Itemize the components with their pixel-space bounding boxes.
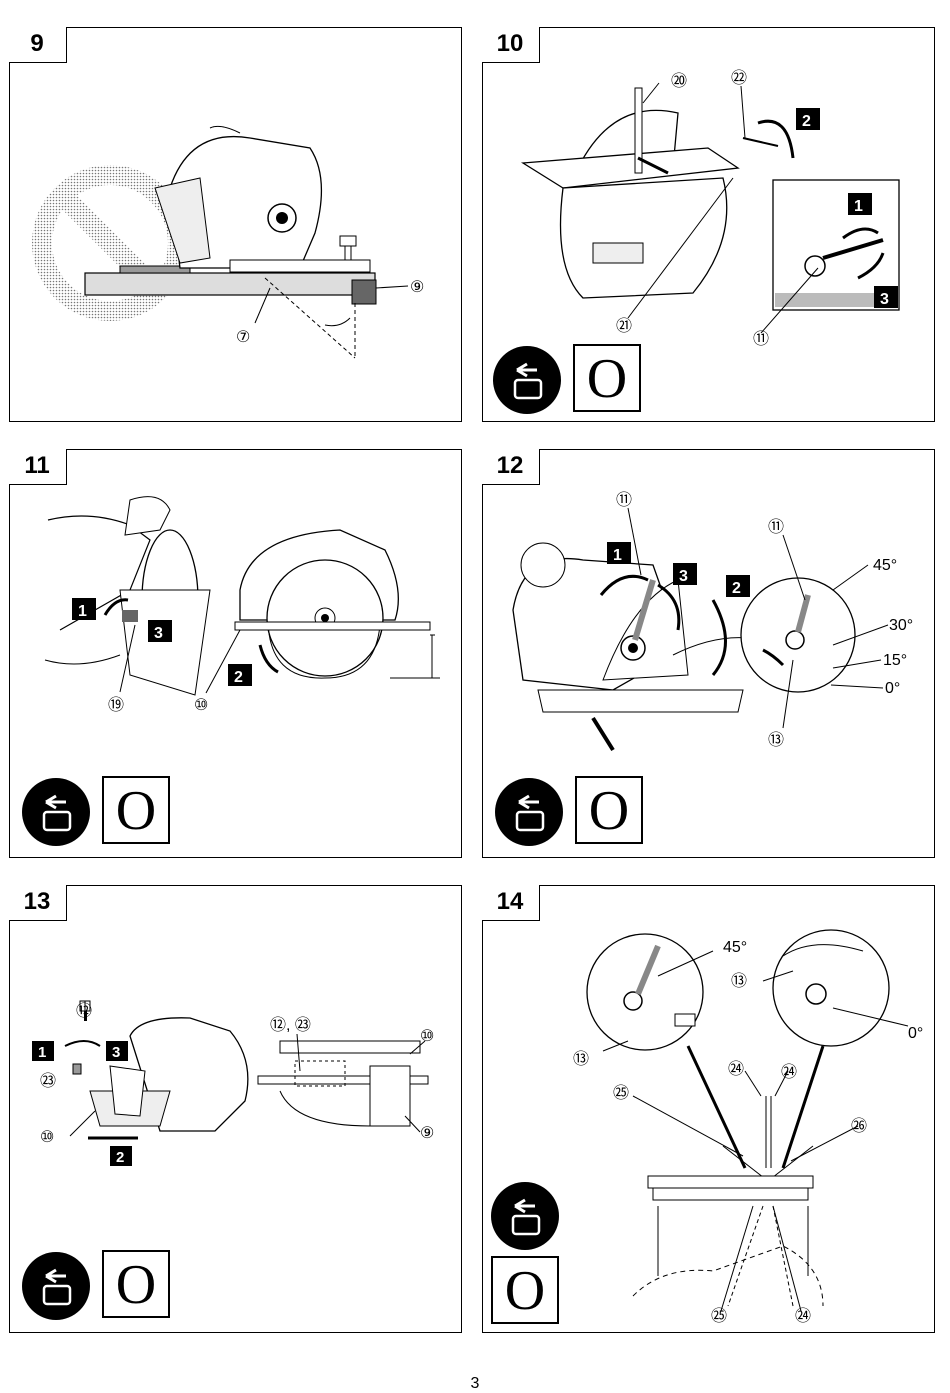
- svg-text:3: 3: [679, 568, 688, 585]
- panel-title: 9: [8, 26, 67, 63]
- battery-remove-icon: [22, 778, 90, 846]
- svg-text:2: 2: [234, 669, 243, 686]
- illustration-guide-adjust: 1 3 2 ⑫ ⑫, ㉓ ⑩ ㉓ ⑩ ⑨: [32, 1000, 434, 1166]
- panel-title: 11: [8, 448, 67, 485]
- label-10-right: ⑩: [420, 1028, 434, 1045]
- panel-14: 14 45° 0° ⑬ ⑬ ㉔: [481, 884, 935, 1333]
- svg-text:2: 2: [732, 580, 741, 597]
- label-11: ⑪: [616, 491, 632, 509]
- angle-30: 30°: [889, 617, 913, 634]
- label-25: ㉕: [613, 1084, 629, 1102]
- angle-0: 0°: [885, 680, 900, 697]
- svg-text:3: 3: [880, 291, 889, 308]
- panel-12: 12 1 3 2 ⑪ ⑪ ⑬ 45° 3: [481, 448, 935, 858]
- battery-remove-icon: [491, 1182, 559, 1250]
- panel-title: 14: [481, 884, 540, 921]
- label-10: ⑩: [194, 697, 208, 714]
- off-badge: O: [102, 776, 170, 844]
- label-19: ⑲: [108, 696, 124, 714]
- panel-11: 11 1 3 2 ⑲ ⑩ O: [8, 448, 462, 858]
- label-24b: ㉔: [781, 1063, 797, 1081]
- battery-remove-icon: [22, 1252, 90, 1320]
- battery-remove-icon: [495, 778, 563, 846]
- panel-10: 10 1 3 2 ⑳ ㉒ ㉑ ⑪: [481, 26, 935, 422]
- svg-text:3: 3: [154, 625, 163, 642]
- page-number: 3: [470, 1375, 480, 1392]
- panel-13: 13 1 3 2 ⑫ ⑫, ㉓ ⑩ ㉓ ⑩ ⑨: [8, 884, 462, 1333]
- label-11-inset: ⑪: [768, 518, 784, 536]
- label-24a: ㉔: [728, 1060, 744, 1078]
- label-12-23: ⑫, ㉓: [270, 1016, 311, 1034]
- label-23: ㉓: [40, 1072, 56, 1090]
- off-badge: O: [102, 1250, 170, 1318]
- label-12: ⑫: [76, 1002, 92, 1020]
- label-13-right: ⑬: [731, 972, 747, 990]
- label-24-bottom: ㉔: [795, 1307, 811, 1325]
- label-9: ⑨: [420, 1125, 434, 1142]
- panel-title: 10: [481, 26, 540, 63]
- illustration-saw-upside-down: 1 3 2 ⑳ ㉒ ㉑ ⑪: [520, 69, 900, 348]
- panel-title: 12: [481, 448, 540, 485]
- label-11: ⑪: [753, 330, 769, 348]
- label-26: ㉖: [851, 1117, 867, 1135]
- illustration-guide-marks: 45° 0° ⑬ ⑬ ㉔ ㉔ ㉕ ㉖ ㉕ ㉔: [573, 929, 923, 1325]
- label-10-left: ⑩: [40, 1129, 54, 1146]
- svg-text:1: 1: [854, 198, 863, 215]
- label-13-left: ⑬: [573, 1050, 589, 1068]
- angle-45: 45°: [873, 557, 897, 574]
- off-badge: O: [491, 1256, 559, 1324]
- svg-text:3: 3: [112, 1044, 120, 1061]
- svg-text:1: 1: [38, 1044, 46, 1061]
- angle-45: 45°: [723, 939, 747, 956]
- angle-15: 15°: [883, 652, 907, 669]
- off-badge: O: [575, 776, 643, 844]
- illustration-saw-blade-guard: ⑨ ⑦: [32, 125, 424, 359]
- svg-text:2: 2: [116, 1149, 124, 1166]
- label-7: ⑦: [236, 329, 250, 346]
- illustration-depth-adjust: 1 3 2 ⑲ ⑩: [44, 496, 440, 714]
- panel-9: 9 ⑨ ⑦: [8, 26, 462, 422]
- panel-title: 13: [8, 884, 67, 921]
- label-21: ㉑: [616, 317, 632, 335]
- svg-text:1: 1: [78, 603, 87, 620]
- label-9: ⑨: [410, 279, 424, 296]
- battery-remove-icon: [493, 346, 561, 414]
- label-13: ⑬: [768, 731, 784, 749]
- label-22: ㉒: [731, 69, 747, 87]
- svg-text:1: 1: [613, 547, 622, 564]
- label-20: ⑳: [671, 72, 687, 90]
- angle-0: 0°: [908, 1025, 923, 1042]
- illustration-bevel-adjust: 1 3 2 ⑪ ⑪ ⑬ 45° 30° 15° 0°: [512, 491, 913, 752]
- label-25-bottom: ㉕: [711, 1307, 727, 1325]
- off-badge: O: [573, 344, 641, 412]
- svg-text:2: 2: [802, 113, 811, 130]
